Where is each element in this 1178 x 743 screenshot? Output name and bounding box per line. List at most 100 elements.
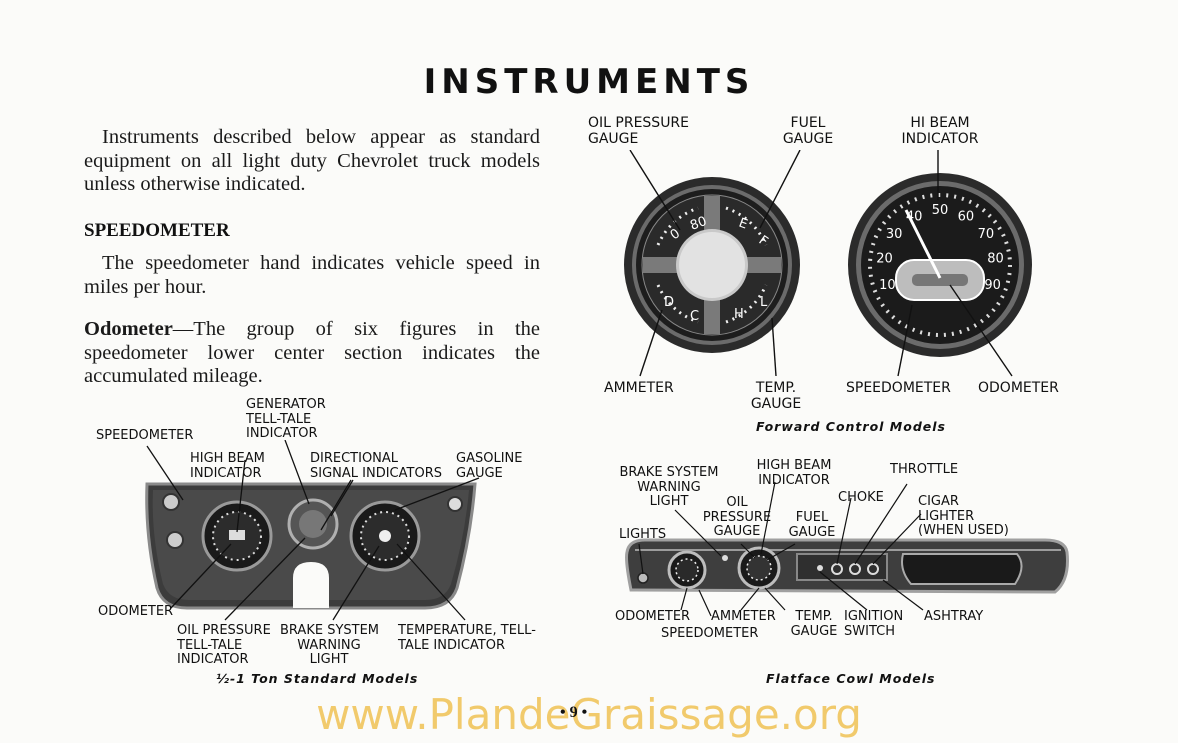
page-number: • 9 • — [560, 704, 588, 721]
label-line: FUEL — [790, 115, 826, 131]
dial-number: 30 — [886, 227, 903, 242]
label-oil-pressure-telltale: OIL PRESSURE TELL-TALE INDICATOR — [177, 623, 271, 668]
label-line: FUEL — [795, 510, 829, 525]
label-line: TEMPERATURE, TELL- — [398, 623, 536, 638]
label-line: INDICATOR — [177, 652, 249, 667]
flatface-caption: Flatface Cowl Models — [766, 671, 936, 686]
label-std-odometer: ODOMETER — [98, 604, 174, 619]
label-oil-pressure-gauge: OIL PRESSURE GAUGE — [588, 115, 689, 147]
label-line: GAUGE — [750, 396, 802, 412]
dial-number: 70 — [978, 227, 995, 242]
label-line: CIGAR — [918, 494, 959, 509]
speedometer-heading: SPEEDOMETER — [84, 220, 230, 241]
label-lights: LIGHTS — [619, 527, 667, 542]
odometer-term: Odometer — [84, 318, 173, 340]
label-temp-gauge: TEMP. GAUGE — [740, 380, 812, 412]
label-ff-high-beam: HIGH BEAM INDICATOR — [748, 458, 840, 488]
watermark: www.PlandeGraissage.org — [316, 690, 862, 739]
label-line: DIRECTIONAL — [310, 451, 399, 466]
label-line: WARNING — [297, 637, 361, 653]
label-odometer: ODOMETER — [978, 380, 1059, 396]
label-line: HI BEAM — [910, 115, 970, 131]
label-ff-temp-gauge: TEMP. GAUGE — [784, 609, 844, 639]
label-line: LIGHT — [649, 494, 689, 509]
standard-caption: ½-1 Ton Standard Models — [216, 671, 419, 686]
label-ff-speedometer: SPEEDOMETER — [661, 626, 759, 641]
svg-text:C: C — [690, 309, 699, 324]
dial-number: 90 — [984, 278, 1001, 293]
label-gasoline-gauge: GASOLINE GAUGE — [456, 451, 523, 481]
odometer-paragraph: Odometer—The group of six figures in the… — [84, 318, 540, 389]
svg-text:H: H — [734, 307, 744, 322]
odometer-description: —The group of six figures in the speedom… — [84, 318, 540, 387]
label-std-speedometer: SPEEDOMETER — [96, 428, 194, 443]
dial-number: 60 — [958, 209, 975, 224]
label-choke: CHOKE — [838, 490, 884, 505]
label-line: INDICATOR — [901, 131, 979, 147]
svg-text:D: D — [664, 295, 674, 310]
label-ashtray: ASHTRAY — [924, 609, 984, 624]
label-ignition-switch: IGNITION SWITCH — [844, 609, 904, 639]
label-line: PRESSURE — [702, 509, 772, 525]
svg-text:L: L — [760, 295, 768, 310]
page-number-value: 9 — [569, 704, 578, 721]
label-ammeter: AMMETER — [604, 380, 674, 396]
label-line: GASOLINE — [456, 451, 523, 466]
label-line: GENERATOR — [246, 397, 326, 412]
label-line: BRAKE SYSTEM — [619, 465, 719, 480]
dial-number: 10 — [879, 278, 896, 293]
dial-number: 80 — [987, 252, 1004, 267]
dial-number: 20 — [876, 252, 893, 267]
dial-number: 50 — [932, 203, 949, 218]
label-line: HIGH BEAM — [190, 451, 265, 466]
label-line: BRAKE SYSTEM — [280, 623, 380, 638]
label-line: GAUGE — [788, 524, 836, 540]
label-generator-indicator: GENERATOR TELL-TALE INDICATOR — [246, 397, 326, 442]
label-std-brake-warning: BRAKE SYSTEM WARNING LIGHT — [280, 623, 380, 668]
label-line: SIGNAL INDICATORS — [310, 465, 442, 481]
label-line: LIGHTER — [918, 508, 975, 524]
label-line: INDICATOR — [758, 472, 830, 488]
label-line: IGNITION — [844, 609, 904, 624]
label-line: OIL PRESSURE — [588, 115, 690, 131]
label-cigar-lighter: CIGAR LIGHTER (WHEN USED) — [918, 494, 1009, 539]
label-speedometer: SPEEDOMETER — [846, 380, 951, 396]
label-line: OIL — [726, 495, 748, 510]
label-line: OIL PRESSURE — [177, 623, 271, 638]
label-line: WARNING — [637, 479, 701, 495]
label-line: TALE INDICATOR — [398, 637, 505, 653]
label-hi-beam-indicator: HI BEAM INDICATOR — [892, 115, 988, 147]
speedometer-paragraph: The speedometer hand indicates vehicle s… — [84, 252, 540, 298]
label-line: (WHEN USED) — [918, 523, 1009, 538]
label-directional-signals: DIRECTIONAL SIGNAL INDICATORS — [310, 451, 442, 481]
forward-leader-lines — [629, 150, 1013, 377]
dial-number: 40 — [906, 209, 923, 224]
label-ff-odometer: ODOMETER — [615, 609, 691, 624]
label-line: LIGHT — [309, 652, 349, 667]
label-line: SWITCH — [844, 623, 895, 639]
forward-caption: Forward Control Models — [756, 419, 946, 434]
flatface-dash-illustration — [625, 481, 1069, 617]
label-fuel-gauge: FUEL GAUGE — [772, 115, 844, 147]
label-line: HIGH BEAM — [756, 458, 832, 473]
label-line: TEMP. — [795, 609, 833, 624]
standard-panel-illustration — [145, 440, 480, 621]
label-line: TELL-TALE — [246, 411, 312, 427]
page-title: INSTRUMENTS — [423, 62, 755, 102]
label-line: GAUGE — [713, 524, 761, 539]
label-line: GAUGE — [790, 623, 838, 639]
label-ff-oil-pressure: OIL PRESSURE GAUGE — [700, 495, 774, 540]
label-ff-ammeter: AMMETER — [711, 609, 776, 624]
intro-paragraph: Instruments described below appear as st… — [84, 126, 540, 195]
label-ff-fuel-gauge: FUEL GAUGE — [782, 510, 842, 540]
label-line: INDICATOR — [246, 426, 318, 441]
combination-gauge: 0 80 E F D C H L — [624, 177, 800, 353]
svg-text:80: 80 — [688, 214, 709, 234]
label-line: GAUGE — [456, 465, 503, 481]
label-line: GAUGE — [588, 131, 639, 147]
label-temperature-telltale: TEMPERATURE, TELL- TALE INDICATOR — [398, 623, 536, 653]
label-line: TEMP. — [755, 380, 797, 396]
